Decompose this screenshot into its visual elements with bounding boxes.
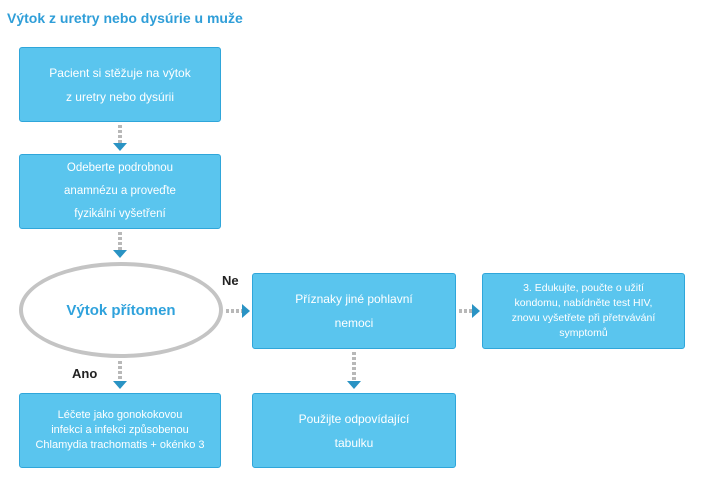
- connector-history-to-discharge: [113, 232, 127, 258]
- connector-complaint-to-history: [113, 125, 127, 151]
- node-educate-line-1: 3. Edukujte, poučte o užití: [523, 282, 644, 294]
- node-complaint-line-2: z uretry nebo dysúrii: [65, 89, 175, 104]
- node-educate: 3. Edukujte, poučte o užití kondomu, nab…: [482, 273, 685, 349]
- connector-other-symptoms-to-table: [347, 352, 361, 389]
- node-other-symptoms: Příznaky jiné pohlavní nemoci: [252, 273, 456, 349]
- node-history-line-1: Odeberte podrobnou: [66, 162, 174, 174]
- node-appropriate-table-line-2: tabulku: [334, 435, 374, 450]
- node-treat-line-1: Léčete jako gonokokovou: [57, 409, 183, 421]
- node-complaint-line-1: Pacient si stěžuje na výtok: [49, 65, 191, 80]
- edge-label-no: Ne: [222, 273, 239, 288]
- connector-other-symptoms-to-educate: [459, 304, 480, 318]
- node-appropriate-table-line-1: Použijte odpovídající: [298, 411, 410, 426]
- node-history-line-2: anamnézu a proveďte: [64, 185, 176, 197]
- node-complaint: Pacient si stěžuje na výtok z uretry neb…: [19, 47, 221, 122]
- node-other-symptoms-line-1: Příznaky jiné pohlavní: [295, 292, 413, 306]
- node-history: Odeberte podrobnou anamnézu a proveďte f…: [19, 154, 221, 229]
- node-other-symptoms-line-2: nemoci: [334, 316, 374, 330]
- node-discharge-present: Výtok přítomen: [19, 262, 223, 358]
- edge-label-yes: Ano: [72, 366, 98, 381]
- node-treat-line-3: Chlamydia trachomatis + okénko 3: [35, 439, 205, 451]
- connector-discharge-to-other-symptoms: [226, 304, 250, 318]
- node-educate-line-4: symptomů: [559, 327, 608, 339]
- connector-discharge-to-treat: [113, 361, 127, 389]
- node-appropriate-table: Použijte odpovídající tabulku: [252, 393, 456, 468]
- node-educate-line-2: kondomu, nabídněte test HIV,: [514, 297, 653, 309]
- diagram-title: Výtok z uretry nebo dysúrie u muže: [7, 10, 243, 26]
- node-educate-line-3: znovu vyšetřete při přetrvávání: [511, 312, 656, 324]
- node-history-line-3: fyzikální vyšetření: [74, 208, 166, 220]
- node-treat: Léčete jako gonokokovou infekci a infekc…: [19, 393, 221, 468]
- node-treat-line-2: infekci a infekci způsobenou: [51, 424, 189, 436]
